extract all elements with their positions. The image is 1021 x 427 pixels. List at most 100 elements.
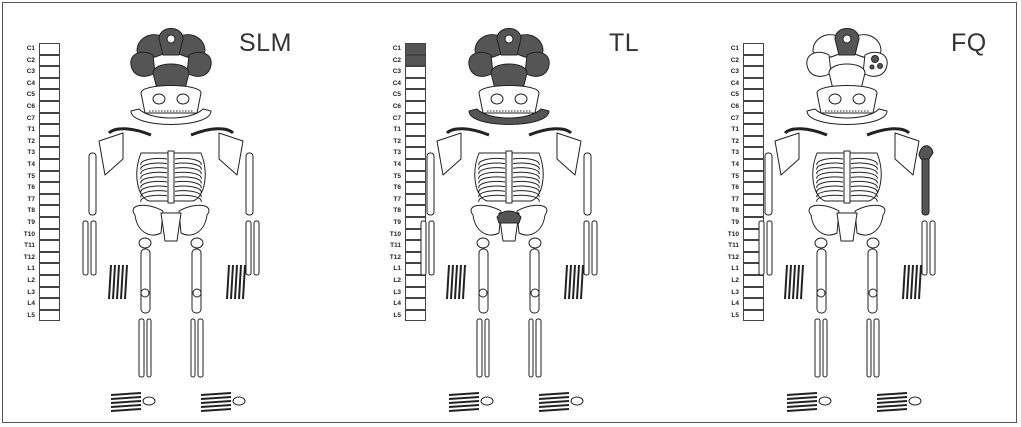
right-hand-digit [455, 265, 457, 299]
left-humerus [922, 153, 929, 215]
left-hand-digit [907, 265, 909, 299]
right-patella [817, 289, 825, 297]
left-parietal-bone [807, 52, 831, 76]
left-foot-digit [877, 397, 907, 399]
left-foot-calcaneus [909, 397, 921, 405]
right-scapula [895, 133, 919, 175]
skeleton-diagram [679, 3, 1017, 424]
right-foot-digit [111, 393, 141, 395]
right-radius [421, 221, 426, 275]
left-foot-digit [201, 409, 231, 411]
right-scapula [219, 133, 243, 175]
left-hand-digit [239, 265, 241, 299]
left-radius [246, 221, 251, 275]
foramen-magnum [505, 35, 513, 43]
right-hand-digit [125, 265, 127, 299]
left-foot-digit [877, 401, 907, 403]
left-foot-digit [539, 397, 569, 399]
left-patella [193, 289, 201, 297]
right-humerus [427, 153, 434, 215]
left-humerus-head [919, 146, 933, 159]
right-hand-digit [447, 265, 449, 299]
maxilla-face [817, 86, 877, 114]
left-scapula [99, 133, 123, 175]
sacrum [161, 213, 181, 241]
right-fibula [823, 319, 827, 377]
left-humerus [246, 153, 253, 215]
panel-tl: TLC1C2C3C4C5C6C7T1T2T3T4T5T6T7T8T9T10T11… [341, 3, 679, 424]
left-hand-digit [915, 265, 917, 299]
left-foot-digit [877, 393, 907, 395]
left-foot-digit [877, 405, 907, 407]
left-foot-digit [539, 393, 569, 395]
right-fibula [485, 319, 489, 377]
left-tibia [874, 319, 879, 377]
foramen-magnum [167, 35, 175, 43]
right-hand-digit [785, 265, 787, 299]
right-radius [759, 221, 764, 275]
left-orbit [153, 94, 165, 104]
left-clavicle [447, 129, 489, 135]
left-foot-digit [539, 409, 569, 411]
left-ulna [930, 221, 935, 275]
left-foot-digit [201, 405, 231, 407]
right-ilium [179, 205, 209, 235]
lesion-spot [872, 56, 879, 63]
right-ischium [867, 238, 879, 248]
left-ilium [471, 205, 501, 235]
left-ilium [133, 205, 163, 235]
right-hand-digit [789, 265, 791, 299]
left-hand-digit [581, 265, 583, 299]
right-foot-digit [787, 393, 817, 395]
skeleton-diagram [3, 3, 341, 424]
left-hand-digit [569, 265, 571, 299]
right-scapula [557, 133, 581, 175]
foramen-magnum [843, 35, 851, 43]
left-orbit [829, 94, 841, 104]
right-patella [141, 289, 149, 297]
right-ulna [767, 221, 772, 275]
right-ischium [191, 238, 203, 248]
left-foot-digit [201, 401, 231, 403]
left-foot-digit [201, 397, 231, 399]
left-hand-digit [577, 265, 579, 299]
left-parietal-bone [131, 52, 155, 76]
panel-fq: FQC1C2C3C4C5C6C7T1T2T3T4T5T6T7T8T9T10T11… [679, 3, 1017, 424]
left-clavicle [785, 129, 827, 135]
left-foot-digit [877, 409, 907, 411]
left-hand-digit [573, 265, 575, 299]
right-humerus [765, 153, 772, 215]
left-hand-digit [227, 265, 229, 299]
right-orbit [515, 94, 527, 104]
maxilla-face [479, 86, 539, 114]
right-hand-digit [113, 265, 115, 299]
left-hand-digit [235, 265, 237, 299]
left-patella [869, 289, 877, 297]
left-scapula [775, 133, 799, 175]
spine-thoracic [506, 151, 512, 203]
right-foot-digit [111, 397, 141, 399]
left-ilium [809, 205, 839, 235]
left-ischium [139, 238, 151, 248]
left-ulna [254, 221, 259, 275]
left-hand-digit [231, 265, 233, 299]
panel-slm: SLMC1C2C3C4C5C6C7T1T2T3T4T5T6T7T8T9T10T1… [3, 3, 341, 424]
right-parietal-bone [187, 52, 211, 76]
right-foot-digit [787, 409, 817, 411]
left-tibia [536, 319, 541, 377]
skeleton-group [83, 29, 259, 412]
right-clavicle [867, 129, 909, 135]
skeleton-group [759, 29, 935, 412]
lesion-spot [878, 64, 883, 69]
left-foot-digit [539, 401, 569, 403]
left-fibula [867, 319, 871, 377]
left-hand-digit [903, 265, 905, 299]
left-femur [530, 249, 539, 313]
right-ulna [91, 221, 96, 275]
right-foot-digit [111, 401, 141, 403]
left-hand-digit [911, 265, 913, 299]
right-ilium [855, 205, 885, 235]
right-radius [83, 221, 88, 275]
right-foot-digit [449, 401, 479, 403]
